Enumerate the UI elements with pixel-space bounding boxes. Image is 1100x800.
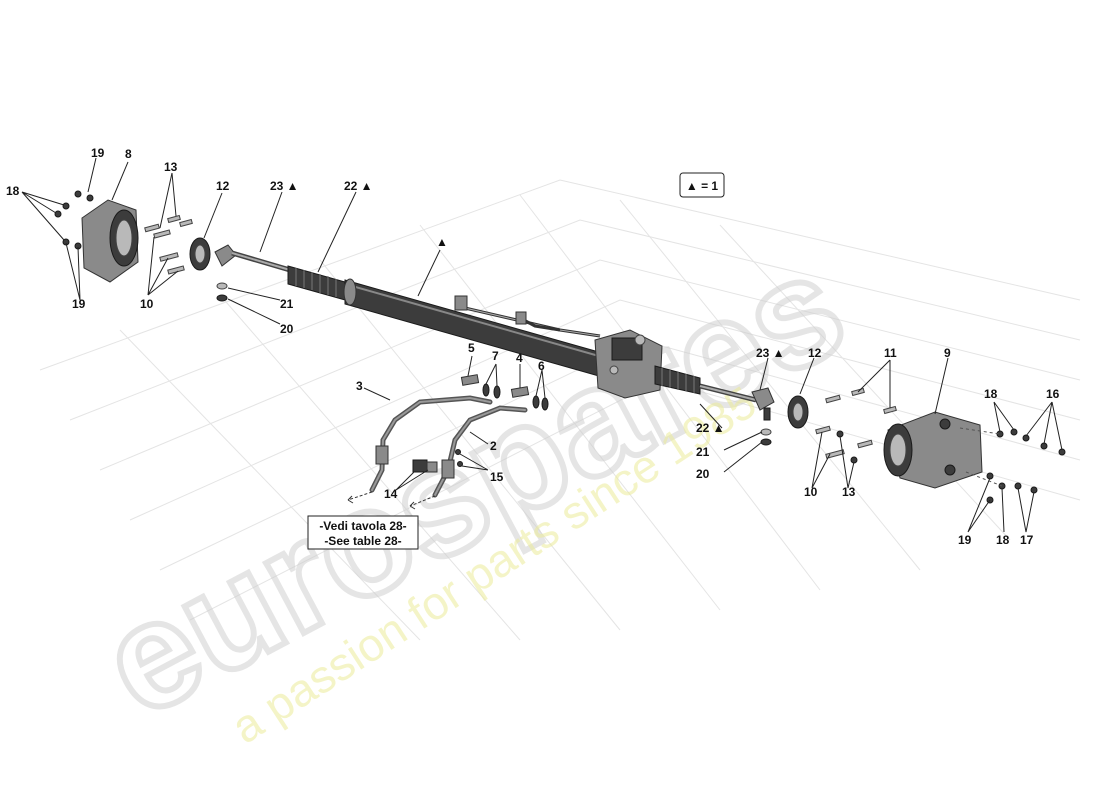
callout-22: 22 ▲: [696, 421, 725, 435]
leader-lines: [21, 157, 1063, 533]
callout-19: 19: [91, 146, 105, 160]
callout-2: 2: [490, 439, 497, 453]
reference-table-box: -Vedi tavola 28- -See table 28-: [307, 515, 419, 550]
callout-21: 21: [696, 445, 710, 459]
right-washer-21: [760, 428, 772, 436]
callout-18: 18: [996, 533, 1010, 547]
steering-rack: [287, 265, 701, 399]
callout-10: 10: [140, 297, 154, 311]
callout-18: 18: [6, 184, 20, 198]
callout-18: 18: [984, 387, 998, 401]
reference-line-english: -See table 28-: [324, 534, 401, 548]
watermark-brand: eurospares: [76, 220, 869, 748]
left-washer-21: [216, 282, 228, 290]
callout-20: 20: [280, 322, 294, 336]
left-nut-20: [216, 294, 228, 302]
callout-5: 5: [468, 341, 475, 355]
callout-15: 15: [490, 470, 504, 484]
callout-17: 17: [1020, 533, 1034, 547]
right-mount-housing: [883, 411, 983, 489]
callout-13: 13: [164, 160, 178, 174]
legend-text: ▲ = 1: [686, 179, 719, 193]
reference-line-italian: -Vedi tavola 28-: [319, 519, 406, 533]
parts: [54, 190, 1066, 510]
callout-4: 4: [516, 351, 523, 365]
hose-fittings: [412, 374, 549, 473]
callout-7: 7: [492, 349, 499, 363]
callout-14: 14: [384, 487, 398, 501]
callout-10: 10: [804, 485, 818, 499]
callout-23: 23 ▲: [270, 179, 299, 193]
callout-16: 16: [1046, 387, 1060, 401]
callout-13: 13: [842, 485, 856, 499]
callout-11: 11: [884, 346, 897, 360]
callout-rack: ▲: [436, 235, 448, 249]
callout-19: 19: [72, 297, 86, 311]
hydraulic-hoses: [347, 395, 528, 510]
callout-19: 19: [958, 533, 972, 547]
callout-labels: 19 8 13 18 19 10 12 21 20 23 ▲ 22 ▲ ▲ 3 …: [6, 146, 1060, 547]
watermark: eurospares a passion for parts since 198…: [73, 217, 872, 753]
callout-21: 21: [280, 297, 294, 311]
left-tie-rod: [214, 244, 291, 273]
right-nut-20: [760, 438, 772, 446]
callout-8: 8: [125, 147, 132, 161]
left-mount-housing: [81, 199, 139, 283]
callout-23: 23 ▲: [756, 346, 785, 360]
callout-3: 3: [356, 379, 363, 393]
callout-20: 20: [696, 467, 710, 481]
quantity-legend: ▲ = 1: [679, 172, 725, 198]
callout-12: 12: [808, 346, 822, 360]
callout-12: 12: [216, 179, 230, 193]
callout-6: 6: [538, 359, 545, 373]
right-tie-rod: [699, 383, 775, 421]
left-small-hardware: [54, 190, 193, 275]
callout-22: 22 ▲: [344, 179, 373, 193]
callout-9: 9: [944, 346, 951, 360]
